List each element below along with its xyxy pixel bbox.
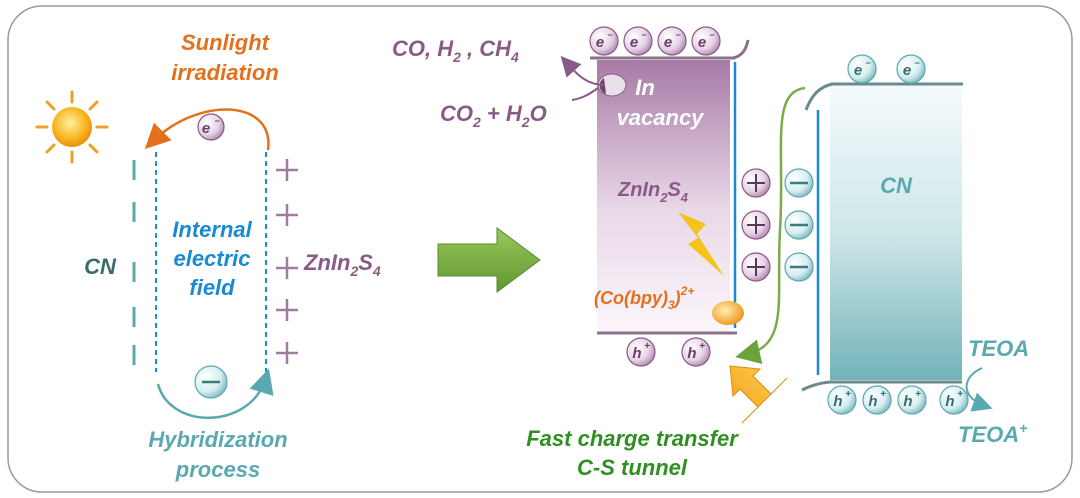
transfer-arrow — [735, 86, 806, 364]
frame — [7, 5, 1073, 493]
reactants-label: CO2 + H2O — [440, 101, 547, 130]
svg-text:−: − — [914, 58, 920, 68]
interface-minus-balls — [784, 168, 814, 282]
sunlight-label-2: irradiation — [171, 60, 279, 85]
zis-top-curl — [732, 39, 750, 60]
electron-ball: e− — [623, 26, 653, 56]
svg-text:e: e — [630, 34, 638, 51]
hole-ball-left — [194, 365, 228, 399]
lightning-icon — [678, 212, 724, 276]
reactants-arrow — [571, 87, 599, 101]
cn-bottom-band — [801, 380, 962, 392]
svg-text:−: − — [214, 116, 220, 126]
svg-text:−: − — [709, 30, 715, 40]
cocatalyst-label: (Co(bpy)3)2+ — [594, 284, 694, 312]
sunlight-label-1: Sunlight — [181, 30, 271, 55]
plus-ball — [741, 168, 771, 198]
cocatalyst-particle — [712, 301, 744, 325]
hole-ball: h+ — [862, 385, 892, 415]
transition-arrow — [437, 227, 541, 293]
zis-label-right: ZnIn2S4 — [617, 179, 689, 205]
hybridization-label-1: Hybridization — [148, 427, 287, 452]
electron-ball: e− — [657, 26, 687, 56]
svg-text:+: + — [957, 389, 963, 400]
svg-text:−: − — [865, 58, 871, 68]
svg-text:e: e — [596, 34, 604, 51]
minus-ball — [784, 252, 814, 282]
transfer-label-1: Fast charge transfer — [526, 426, 739, 451]
svg-text:h: h — [632, 345, 641, 362]
cn-block — [830, 84, 962, 380]
vacancy-label-1: In — [635, 75, 655, 100]
cn-top-band — [804, 82, 963, 111]
excitation-arrow — [144, 108, 270, 151]
teoa-plus-label: TEOA+ — [958, 420, 1027, 447]
field-label-2: electric — [173, 246, 250, 271]
teoa-label: TEOA — [968, 336, 1029, 361]
hole-ball: h+ — [939, 385, 969, 415]
svg-text:e: e — [664, 34, 672, 51]
plus-ball — [741, 210, 771, 240]
zis-positive-marks — [276, 159, 298, 364]
svg-text:e: e — [854, 62, 862, 79]
zis-block — [597, 60, 730, 332]
zis-hole-balls: h+ h+ — [626, 337, 711, 367]
svg-text:+: + — [644, 341, 650, 352]
transfer-label-2: C-S tunnel — [577, 455, 688, 480]
svg-text:h: h — [833, 393, 842, 410]
svg-text:−: − — [641, 30, 647, 40]
hole-ball: h+ — [626, 337, 656, 367]
svg-text:+: + — [915, 389, 921, 400]
svg-text:h: h — [687, 345, 696, 362]
minus-ball — [784, 210, 814, 240]
plus-ball — [741, 252, 771, 282]
products-arrow — [560, 56, 606, 86]
zis-label-left: ZnIn2S4 — [303, 250, 381, 279]
svg-text:h: h — [945, 393, 954, 410]
svg-text:ZnIn2S4: ZnIn2S4 — [303, 250, 381, 279]
hole-ball: h+ — [827, 385, 857, 415]
cn-electron-balls: e− e− — [847, 54, 926, 84]
svg-text:+: + — [880, 389, 886, 400]
svg-text:−: − — [607, 30, 613, 40]
svg-text:e: e — [202, 120, 210, 137]
minus-ball — [784, 168, 814, 198]
charge-transfer-arrow-icon — [729, 365, 788, 424]
electron-ball: e− — [847, 54, 877, 84]
products-label: CO, H2 , CH4 — [392, 36, 519, 65]
vacancy-label-2: vacancy — [617, 105, 706, 130]
teoa-arrow — [965, 367, 993, 412]
electron-ball: e− — [691, 26, 721, 56]
hole-ball: h+ — [681, 337, 711, 367]
svg-text:h: h — [868, 393, 877, 410]
interface-plus-balls — [741, 168, 771, 282]
cn-label-left: CN — [84, 254, 117, 279]
electron-ball: e− — [896, 54, 926, 84]
hole-ball: h+ — [897, 385, 927, 415]
zis-electron-balls: e− e− e− e− — [589, 26, 721, 56]
field-label-1: Internal — [172, 217, 252, 242]
svg-text:−: − — [675, 30, 681, 40]
sun-icon — [35, 90, 109, 164]
svg-text:+: + — [845, 389, 851, 400]
svg-text:+: + — [699, 341, 705, 352]
cn-label-right: CN — [880, 173, 913, 198]
electron-ball: e− — [589, 26, 619, 56]
electron-ball: e − — [197, 113, 225, 141]
svg-text:e: e — [903, 62, 911, 79]
svg-text:h: h — [903, 393, 912, 410]
svg-text:e: e — [698, 34, 706, 51]
field-label-3: field — [189, 275, 235, 300]
hybridization-arrow — [156, 368, 274, 419]
cn-hole-balls: h+ h+ h+ h+ — [827, 385, 969, 415]
hybridization-label-2: process — [175, 457, 260, 482]
